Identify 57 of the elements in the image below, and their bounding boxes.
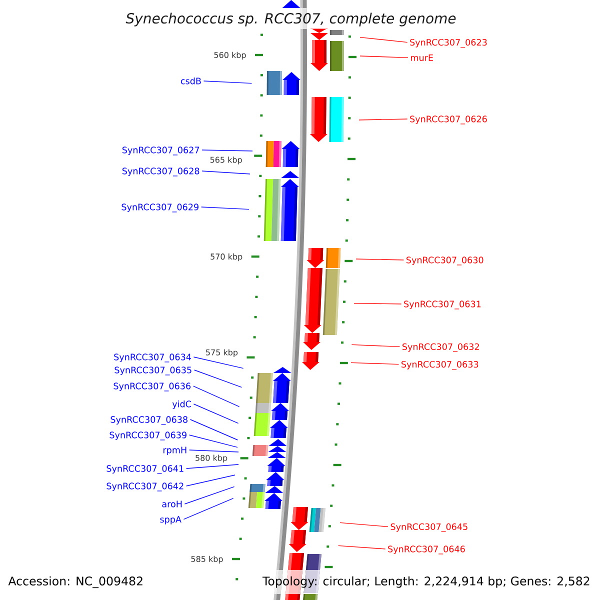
leader-line <box>200 206 250 210</box>
leader-line <box>186 464 239 469</box>
gene-label: SynRCC307_0628 <box>122 168 200 176</box>
gene-label: SynRCC307_0634 <box>114 354 191 362</box>
gene-label: SynRCC307_0636 <box>114 382 191 392</box>
gene-label: sppA <box>160 516 182 524</box>
leader-line <box>188 434 238 448</box>
footer-text: Topology: circular; Length: 2,224,914 bp; Genes: 2,582 <box>262 576 590 588</box>
leader-line <box>202 170 250 174</box>
scale-label: 585 kbp <box>191 556 223 564</box>
leader-line <box>203 80 252 84</box>
gene-label: SynRCC307_0635 <box>114 366 192 376</box>
gene-label: SynRCC307_0645 <box>390 523 468 532</box>
leader-line <box>184 486 235 504</box>
gene-label: SynRCC307_0641 <box>106 465 184 474</box>
leader-line <box>194 370 242 388</box>
leader-line <box>193 404 239 424</box>
gene-label: SynRCC307_0630 <box>406 256 484 266</box>
leader-line <box>183 498 234 520</box>
leader-line <box>192 386 240 408</box>
gene-label: yidC <box>172 400 192 410</box>
leader-line <box>360 56 408 58</box>
gene-label: SynRCC307_0623 <box>410 38 487 48</box>
leader-line <box>202 150 253 152</box>
gene-label: SynRCC307_0633 <box>401 360 478 370</box>
gene-label: rpmH <box>164 446 186 456</box>
leader-line <box>338 545 386 550</box>
title: Synechococcus sp. RCC307, complete genome <box>126 12 456 26</box>
gene-label: SynRCC307_0631 <box>404 300 481 310</box>
footer-text: Accession: NC_009482 <box>8 576 142 588</box>
gene-label: SynRCC307_0626 <box>410 116 487 124</box>
gene-label: SynRCC307_0639 <box>110 432 186 440</box>
gene-label: SynRCC307_0638 <box>110 416 188 425</box>
gene-label: SynRCC307_0642 <box>106 482 184 492</box>
gene-label: SynRCC307_0627 <box>122 146 200 156</box>
leader-line <box>358 118 408 120</box>
scale-label: 560 kbp <box>214 52 246 60</box>
gene-label: SynRCC307_0629 <box>122 204 198 212</box>
scale-label: 570 kbp <box>210 253 242 262</box>
gene-label: aroH <box>162 500 182 508</box>
leader-line <box>193 356 244 369</box>
leader-line <box>354 302 402 304</box>
gene-label: SynRCC307_0646 <box>388 546 465 554</box>
leader-line <box>340 522 388 528</box>
leader-line <box>350 362 400 365</box>
gene-label: murE <box>411 54 433 62</box>
gene-label: csdB <box>180 78 201 84</box>
leader-line <box>188 450 239 452</box>
scale-label: 565 kbp <box>210 156 242 164</box>
leader-line <box>351 344 400 348</box>
scale-label: 580 kbp <box>196 454 228 462</box>
leader-line <box>190 419 238 440</box>
scale-label: 575 kbp <box>206 349 238 357</box>
leader-line <box>356 258 404 260</box>
leader-line <box>360 36 408 43</box>
gene-label: SynRCC307_0632 <box>402 343 479 352</box>
leader-line <box>186 474 236 486</box>
